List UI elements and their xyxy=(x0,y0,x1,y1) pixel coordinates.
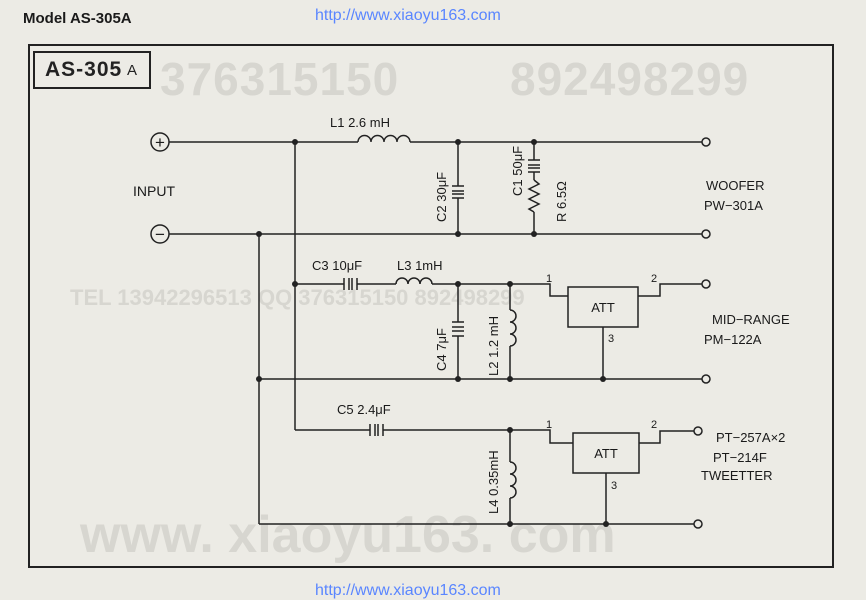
att-tweeter-pin3: 3 xyxy=(611,480,617,492)
label-l3: L3 1mH xyxy=(397,258,443,273)
tweeter-model-2: PT−214F xyxy=(713,450,767,465)
att-mid-pin1: 1 xyxy=(546,273,552,285)
att-mid-label: ATT xyxy=(591,300,615,315)
att-tweeter-pin2: 2 xyxy=(651,419,657,431)
wire-mid-to-att xyxy=(432,283,568,297)
label-r: R 6.5Ω xyxy=(554,181,569,222)
woofer-label: WOOFER xyxy=(706,178,765,193)
att-mid-pin2: 2 xyxy=(651,273,657,285)
junction-dot xyxy=(455,281,461,287)
label-c3: C3 10μF xyxy=(312,258,362,273)
title-box: AS-305 A xyxy=(33,51,151,89)
woofer-out-plus xyxy=(701,137,711,147)
label-c5: C5 2.4μF xyxy=(337,402,391,417)
att-tweeter-label: ATT xyxy=(594,446,618,461)
capacitor-c4 xyxy=(452,321,464,337)
label-l1: L1 2.6 mH xyxy=(330,115,390,130)
junction-dot xyxy=(292,139,298,145)
junction-dot xyxy=(455,376,461,382)
capacitor-c2 xyxy=(452,185,464,199)
schematic-frame xyxy=(28,44,834,568)
junction-dot xyxy=(507,521,513,527)
junction-dot xyxy=(455,231,461,237)
label-c2: C2 30μF xyxy=(434,172,449,222)
mid-label: MID−RANGE xyxy=(712,312,790,327)
label-c4: C4 7μF xyxy=(434,328,449,371)
wire-att-mid-out xyxy=(638,283,702,297)
model-header: Model AS-305A xyxy=(23,10,132,27)
input-minus-sign: − xyxy=(155,225,165,244)
url-watermark-top: http://www.xiaoyu163.com xyxy=(315,7,501,24)
capacitor-c3 xyxy=(343,278,358,290)
mid-out-plus xyxy=(701,279,711,289)
watermark-tel: TEL 13942296513 QQ 376315150 892498299 xyxy=(70,285,525,310)
tweeter-out-minus xyxy=(693,519,703,529)
url-watermark-bottom: http://www.xiaoyu163.com xyxy=(315,582,501,599)
junction-dot xyxy=(455,139,461,145)
tweeter-model-1: PT−257A×2 xyxy=(716,430,785,445)
junction-dot xyxy=(507,376,513,382)
inductor-l1 xyxy=(357,134,411,143)
junction-dot xyxy=(256,231,262,237)
att-tweeter-pin1: 1 xyxy=(546,419,552,431)
junction-dot xyxy=(600,376,606,382)
tweeter-label: TWEETTER xyxy=(701,468,773,483)
capacitor-c1 xyxy=(528,159,540,173)
inductor-l3 xyxy=(395,277,433,285)
woofer-model: PW−301A xyxy=(704,198,763,213)
label-l2: L2 1.2 mH xyxy=(486,316,501,376)
junction-dot xyxy=(603,521,609,527)
junction-dot xyxy=(292,281,298,287)
junction-dot xyxy=(507,427,513,433)
wire-att-tweeter-out xyxy=(639,430,694,444)
inductor-l2 xyxy=(509,309,517,347)
mid-out-minus xyxy=(701,374,711,384)
inductor-l4 xyxy=(509,461,517,499)
wire-tweeter-to-att xyxy=(383,429,573,444)
mid-model: PM−122A xyxy=(704,332,762,347)
capacitor-c5 xyxy=(369,424,384,436)
junction-dot xyxy=(507,281,513,287)
junction-dot xyxy=(531,139,537,145)
title-main: AS-305 xyxy=(45,58,123,81)
woofer-out-minus xyxy=(701,229,711,239)
watermark-site: www. xiaoyu163. com xyxy=(80,506,616,564)
label-c1: C1 50μF xyxy=(510,146,525,196)
tweeter-out-plus xyxy=(693,426,703,436)
att-mid-pin3: 3 xyxy=(608,333,614,345)
watermark-qq-2: 892498299 xyxy=(510,53,750,105)
input-label: INPUT xyxy=(133,183,175,199)
resistor-r xyxy=(527,179,541,213)
junction-dot xyxy=(531,231,537,237)
label-l4: L4 0.35mH xyxy=(486,450,501,514)
watermark-qq: 376315150 xyxy=(160,53,400,105)
junction-dot xyxy=(256,376,262,382)
title-suffix: A xyxy=(127,62,138,79)
input-plus-sign: + xyxy=(155,133,165,152)
